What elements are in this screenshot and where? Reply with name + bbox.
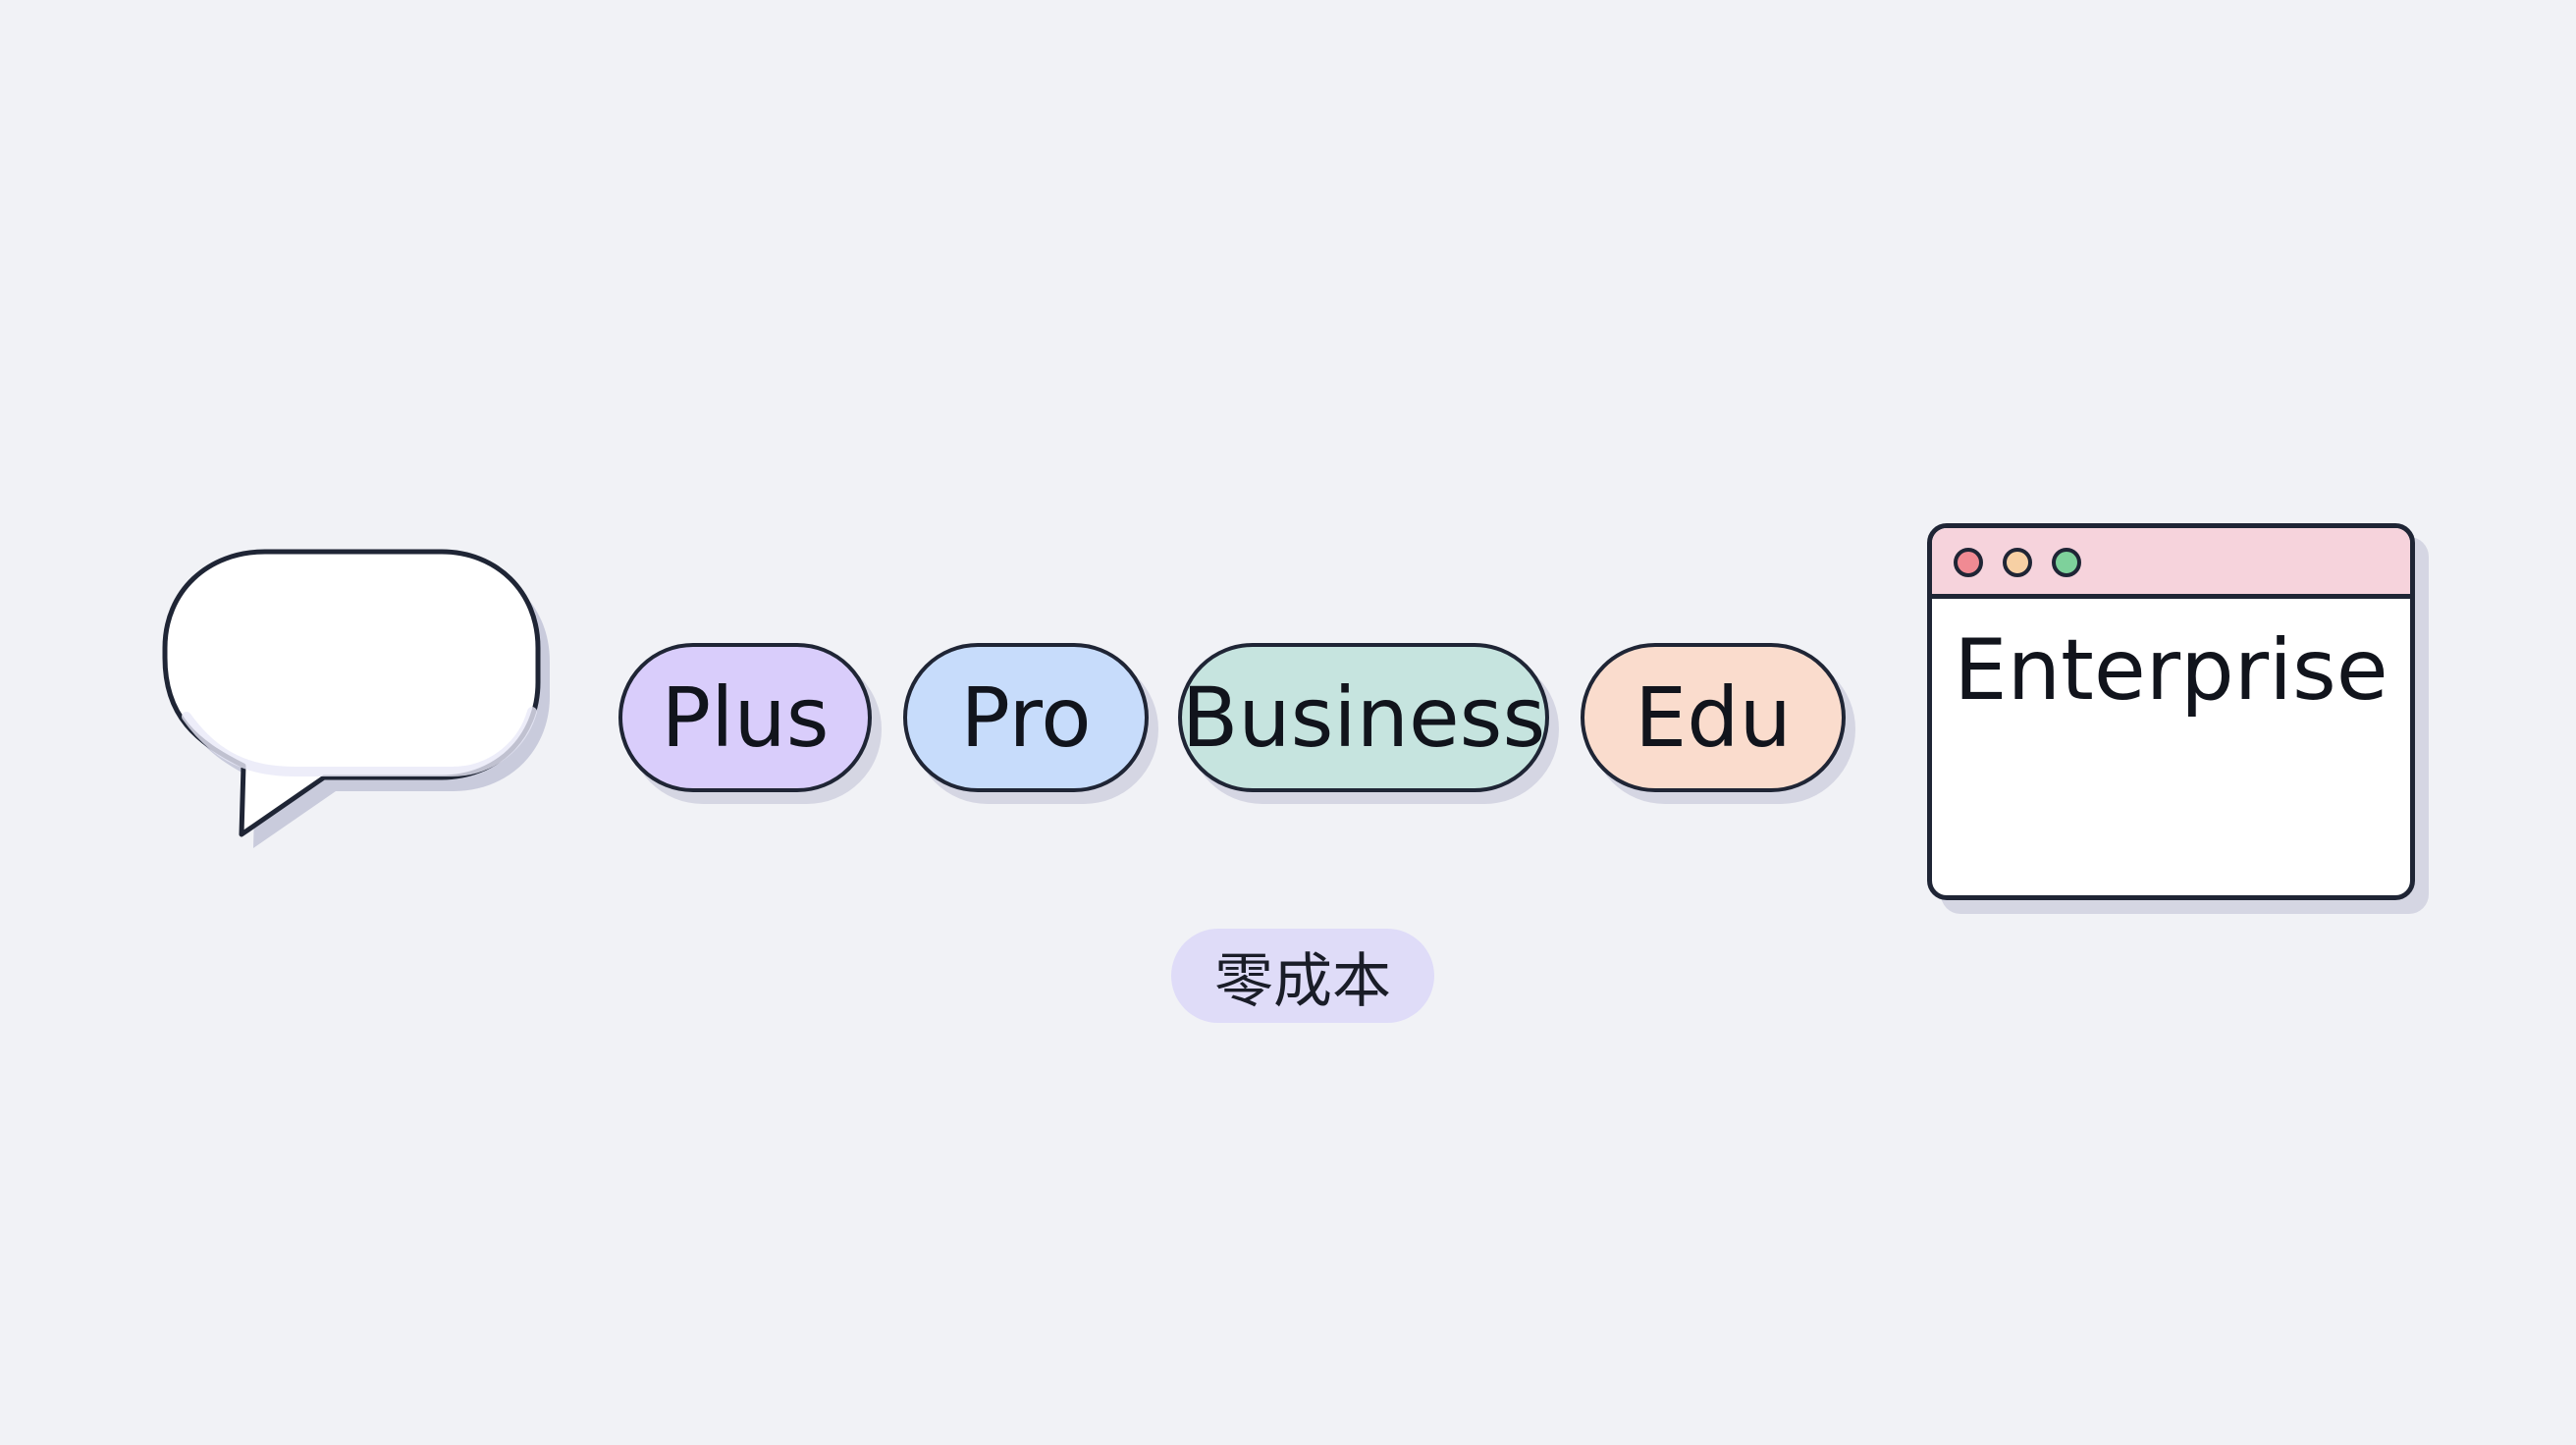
enterprise-label: Enterprise bbox=[1954, 621, 2388, 720]
speech-bubble-icon bbox=[162, 549, 550, 848]
pro-label: Pro bbox=[960, 669, 1092, 766]
window-title-bar bbox=[1932, 528, 2410, 599]
plus-pill[interactable]: Plus bbox=[618, 643, 872, 792]
business-pill[interactable]: Business bbox=[1178, 643, 1549, 792]
zero-cost-tag: 零成本 bbox=[1171, 929, 1434, 1023]
pro-pill[interactable]: Pro bbox=[903, 643, 1149, 792]
close-dot-icon[interactable] bbox=[1954, 548, 1983, 577]
zero-cost-label: 零成本 bbox=[1214, 946, 1391, 1016]
plus-label: Plus bbox=[661, 669, 830, 766]
minimize-dot-icon[interactable] bbox=[2003, 548, 2032, 577]
edu-pill[interactable]: Edu bbox=[1581, 643, 1846, 792]
business-label: Business bbox=[1181, 669, 1546, 766]
enterprise-window[interactable]: Enterprise bbox=[1927, 523, 2415, 900]
maximize-dot-icon[interactable] bbox=[2052, 548, 2081, 577]
edu-label: Edu bbox=[1635, 669, 1792, 766]
